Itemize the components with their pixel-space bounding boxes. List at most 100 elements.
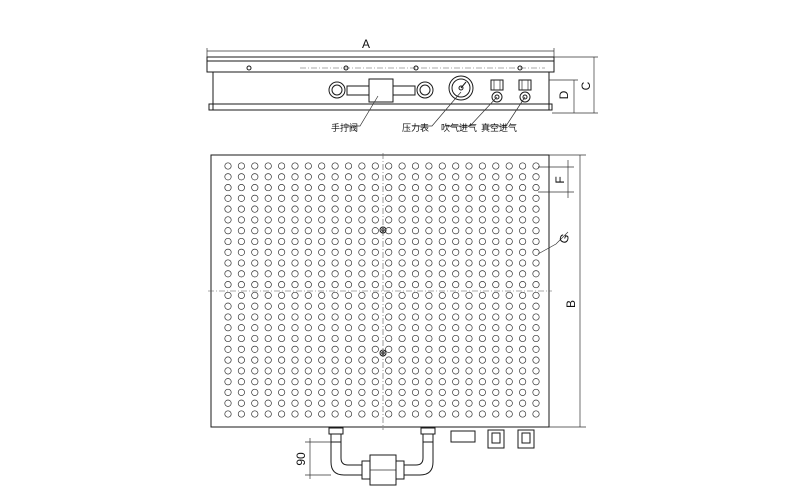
vacuum-hole [224,194,232,202]
vacuum-hole [398,205,406,213]
vacuum-hole [251,259,259,267]
vacuum-hole [224,388,232,396]
vacuum-hole [291,205,299,213]
vacuum-hole [438,248,446,256]
vacuum-hole [251,334,259,343]
vacuum-hole [318,313,326,321]
vacuum-hole [465,227,473,235]
vacuum-hole [505,367,513,375]
vacuum-hole [358,162,366,170]
vacuum-hole [331,378,339,386]
vacuum-hole [492,367,500,375]
vacuum-hole [344,291,353,299]
vacuum-hole [304,399,312,407]
vacuum-hole [532,259,540,267]
vacuum-hole [331,334,339,343]
vacuum-hole [532,324,540,332]
vacuum-hole [425,162,433,170]
vacuum-hole [237,356,245,364]
vacuum-hole [291,281,299,289]
vacuum-hole [532,173,540,181]
vacuum-hole [371,237,379,246]
hole-grid [224,162,540,418]
vacuum-hole [318,345,326,353]
vacuum-hole [411,378,420,386]
dimension-a-label: A [362,37,370,51]
vacuum-hole [452,216,460,224]
vacuum-hole [438,324,446,332]
vacuum-hole [304,270,312,278]
vacuum-hole [344,237,353,246]
vacuum-hole [318,227,326,235]
vacuum-hole [425,313,433,321]
vacuum-hole [331,259,339,267]
vacuum-hole [438,313,446,321]
vacuum-hole [264,216,272,224]
vacuum-hole [278,281,286,289]
vacuum-hole [505,291,513,299]
vacuum-hole [411,162,420,170]
vacuum-hole [224,173,232,181]
vacuum-hole [438,388,446,396]
vacuum-hole [519,259,527,267]
vacuum-hole [318,173,326,181]
vacuum-hole [398,291,406,299]
vacuum-hole [278,248,286,256]
vacuum-hole [452,237,460,246]
dimension-g-label: G [556,232,572,246]
vacuum-hole [478,184,486,192]
vacuum-hole [344,281,353,289]
vacuum-hole [532,216,540,224]
vacuum-hole [371,334,379,343]
vacuum-hole [224,345,232,353]
vacuum-hole [385,270,393,278]
vacuum-hole [452,259,460,267]
vacuum-hole [331,367,339,375]
vacuum-hole [438,162,446,170]
vacuum-hole [304,334,312,343]
vacuum-hole [519,173,527,181]
vacuum-hole [452,324,460,332]
vacuum-hole [452,367,460,375]
vacuum-hole [224,237,232,246]
vacuum-hole [425,378,433,386]
vacuum-hole [331,248,339,256]
vacuum-hole [358,388,366,396]
vacuum-hole [318,291,326,299]
vacuum-hole [371,173,379,181]
vacuum-hole [251,162,259,170]
vacuum-hole [465,345,473,353]
vacuum-hole [505,410,513,418]
vacuum-hole [371,281,379,289]
vacuum-hole [264,378,272,386]
vacuum-hole [251,216,259,224]
vacuum-hole [251,194,259,202]
vacuum-hole [425,367,433,375]
vacuum-hole [358,324,366,332]
vacuum-hole [304,173,312,181]
vacuum-hole [278,378,286,386]
vacuum-hole [304,184,312,192]
vacuum-hole [492,334,500,343]
vacuum-hole [371,313,379,321]
vacuum-hole [371,324,379,332]
vacuum-hole [251,281,259,289]
vacuum-hole [264,205,272,213]
vacuum-hole [278,162,286,170]
vacuum-hole [385,324,393,332]
vacuum-hole [438,173,446,181]
vacuum-hole [371,270,379,278]
vacuum-hole [237,173,245,181]
vacuum-hole [371,399,379,407]
vacuum-hole [237,378,245,386]
plan-view: F G B [208,153,586,430]
vacuum-hole [224,184,232,192]
vacuum-hole [385,399,393,407]
vacuum-hole [438,367,446,375]
vacuum-hole [478,227,486,235]
vacuum-hole [465,410,473,418]
vacuum-hole [237,313,245,321]
vacuum-hole [478,162,486,170]
vacuum-hole [505,270,513,278]
